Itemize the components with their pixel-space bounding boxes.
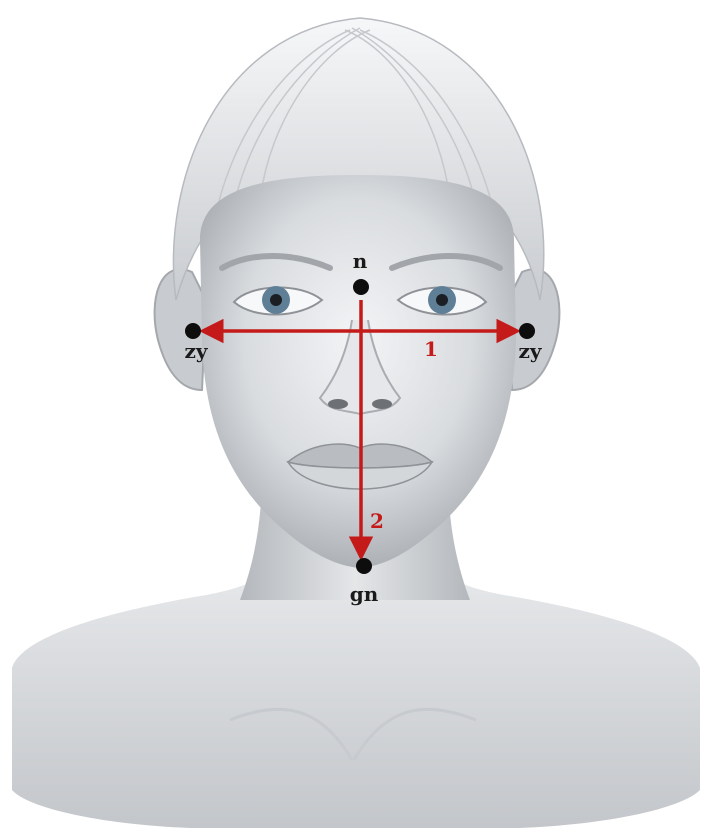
- landmark-point-zygion-right: [519, 323, 535, 339]
- landmark-point-zygion-left: [185, 323, 201, 339]
- label-zygion-left: zy: [185, 339, 209, 363]
- label-gnathion: gn: [350, 582, 379, 606]
- label-zygion-right: zy: [519, 339, 543, 363]
- measurement-label-1: 1: [424, 337, 438, 361]
- nostril-left: [328, 399, 348, 409]
- label-nasion: n: [353, 249, 368, 273]
- landmark-point-gnathion: [356, 558, 372, 574]
- nostril-right: [372, 399, 392, 409]
- landmark-point-nasion: [353, 279, 369, 295]
- measurement-label-2: 2: [370, 509, 384, 533]
